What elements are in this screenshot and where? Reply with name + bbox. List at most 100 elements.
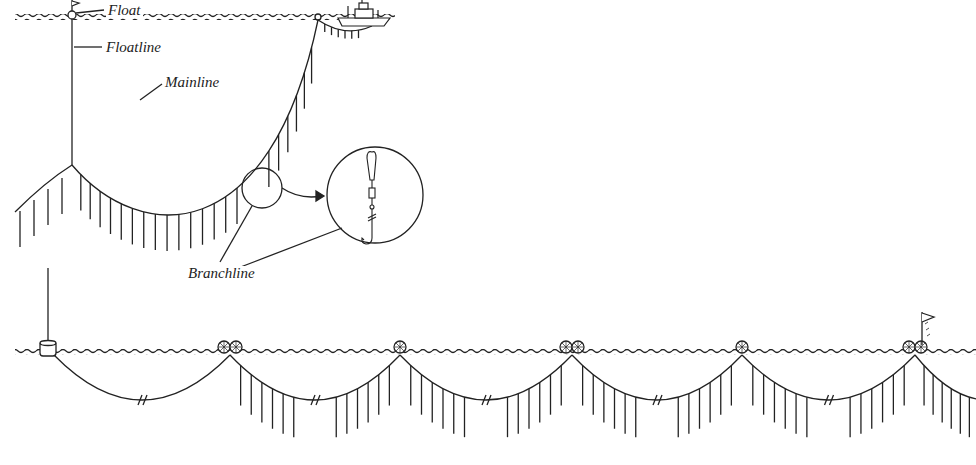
branchline (311, 48, 312, 84)
magnify-circle (242, 168, 282, 208)
branchline (240, 366, 241, 406)
branchline (389, 366, 390, 406)
branchline (507, 397, 508, 437)
branchline (603, 382, 604, 422)
branchline (367, 382, 368, 422)
branchline (132, 208, 133, 244)
float-net (231, 341, 241, 353)
branchline (304, 73, 305, 109)
branchline (528, 389, 529, 429)
branchline (464, 397, 465, 437)
branchline (582, 366, 583, 406)
float (915, 341, 927, 353)
mainline (400, 355, 572, 400)
branchline (561, 366, 562, 406)
float (68, 0, 79, 19)
mainline (54, 355, 976, 437)
branchline (518, 394, 519, 434)
branchline (763, 375, 764, 415)
branchline (166, 215, 167, 251)
branchline (442, 389, 443, 429)
float (230, 341, 242, 353)
float-net (395, 341, 405, 353)
branchline (344, 31, 345, 39)
branchline (752, 366, 753, 406)
branchline (33, 200, 34, 236)
branchline (453, 394, 454, 434)
sea-surface (15, 349, 976, 355)
branchline (190, 212, 191, 248)
branchline (951, 389, 952, 429)
float (736, 341, 748, 353)
branchline (550, 375, 551, 415)
branchline (923, 366, 924, 406)
branchline (121, 204, 122, 240)
branchline (731, 366, 732, 406)
branchline (251, 375, 252, 415)
part-label: Mainline (163, 75, 221, 90)
branchline (61, 178, 62, 214)
branchline (688, 394, 689, 434)
branchline (90, 183, 91, 219)
arrowhead (316, 191, 324, 201)
float-net (904, 341, 914, 353)
branchline (99, 191, 100, 227)
branchline (421, 375, 422, 415)
branchline (942, 382, 943, 422)
branchline (849, 397, 850, 437)
float-net (561, 341, 571, 353)
branchline (19, 211, 20, 247)
branchline (47, 189, 48, 225)
branchline (539, 382, 540, 422)
mainline (15, 165, 72, 212)
branchline (593, 375, 594, 415)
mainline (230, 355, 400, 400)
leader-line (143, 88, 160, 215)
branchline (795, 394, 796, 434)
branchline (351, 31, 352, 39)
branchline (178, 214, 179, 250)
branchline (278, 135, 279, 171)
float-net (737, 341, 747, 353)
float (394, 341, 406, 353)
branchline (699, 389, 700, 429)
mainline (572, 355, 742, 400)
branchline (110, 198, 111, 234)
branchline (155, 214, 156, 250)
branchline (709, 382, 710, 422)
branchline (678, 397, 679, 437)
float (572, 341, 584, 353)
mainline (72, 20, 318, 215)
break-mark (138, 395, 147, 405)
branchline (410, 366, 411, 406)
float-net (573, 341, 583, 353)
leader-line (238, 228, 342, 268)
break-mark (825, 395, 834, 405)
branchline (236, 188, 237, 224)
branchline (338, 29, 339, 37)
float (560, 341, 572, 353)
flag (922, 312, 934, 345)
branchlines (20, 48, 312, 251)
floats (218, 341, 927, 353)
leader-line (74, 46, 102, 47)
branchline (296, 96, 297, 132)
break-mark (482, 395, 491, 405)
branchline (614, 389, 615, 429)
float (903, 341, 915, 353)
branchline (143, 212, 144, 248)
part-label: Branchline (186, 266, 257, 281)
branchline (293, 397, 294, 437)
branchline-detail (362, 152, 376, 244)
part-label: Float (106, 3, 143, 18)
branchline (324, 24, 325, 32)
branchline (882, 382, 883, 422)
branchline (635, 397, 636, 437)
branchline (774, 382, 775, 422)
mainline (742, 355, 915, 400)
float-net (916, 341, 926, 353)
radio-buoy (40, 268, 56, 356)
branchline (80, 175, 81, 211)
branchline (214, 204, 215, 240)
